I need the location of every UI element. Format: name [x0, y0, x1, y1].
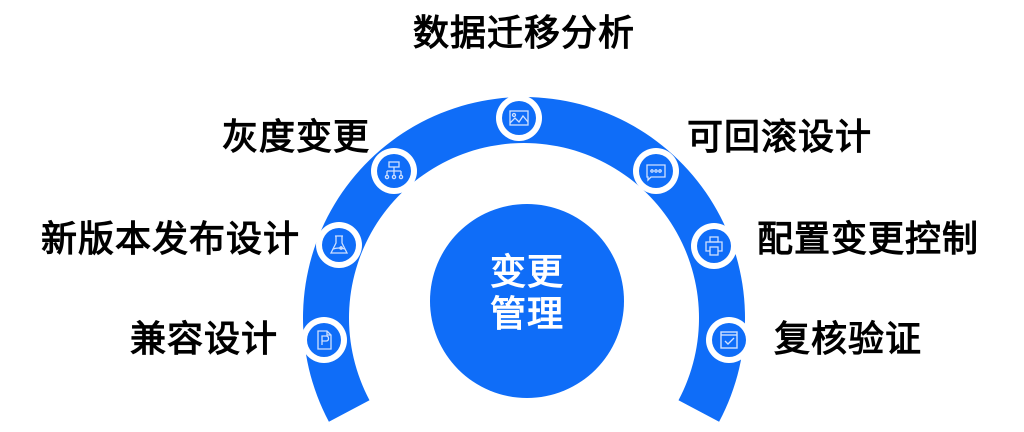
label-gray-release: 灰度变更	[221, 117, 370, 158]
chat-icon	[646, 164, 666, 182]
checkbox-icon	[720, 331, 738, 349]
printer-icon	[705, 236, 723, 256]
image-icon	[509, 110, 529, 126]
center-title-line2: 管理	[489, 294, 564, 335]
center-title: 变更 管理	[431, 252, 623, 336]
document-p-icon	[317, 330, 332, 350]
label-data-migration-analysis: 数据迁移分析	[412, 13, 635, 54]
label-config-change-control: 配置变更控制	[757, 219, 980, 260]
flask-icon	[329, 235, 349, 254]
label-new-version-release-design: 新版本发布设计	[40, 219, 300, 260]
center-title-line1: 变更	[489, 252, 564, 293]
node-icon-printer	[691, 223, 737, 269]
node-icon-flask	[316, 222, 362, 268]
node-icon-document-p	[301, 317, 347, 363]
label-review-verification: 复核验证	[774, 319, 923, 360]
node-icon-chat	[633, 148, 679, 194]
node-icon-checkbox	[706, 317, 752, 363]
hierarchy-icon	[384, 161, 404, 180]
label-compatibility-design: 兼容设计	[129, 319, 278, 360]
node-icon-image	[496, 95, 542, 141]
node-icon-hierarchy	[371, 148, 417, 194]
label-rollback-design: 可回滚设计	[687, 117, 873, 158]
center-circle	[430, 204, 624, 398]
